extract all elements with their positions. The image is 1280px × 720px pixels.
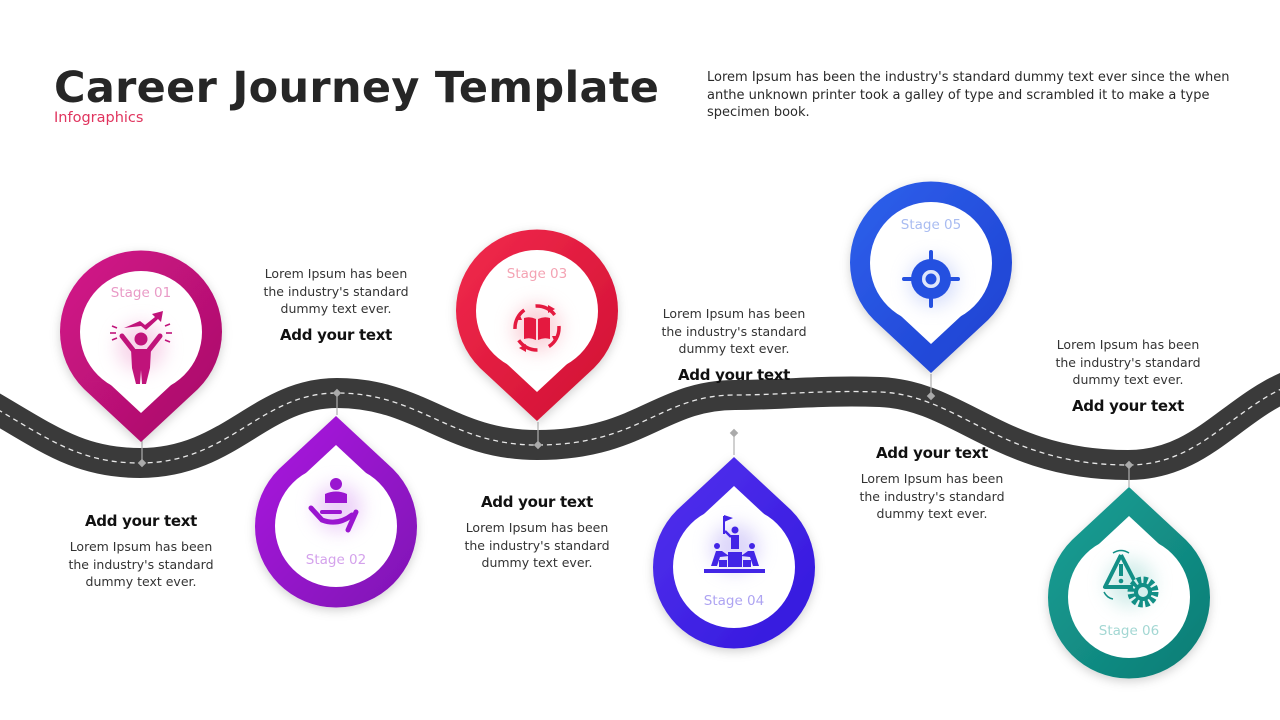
stage-02-description: Lorem Ipsum has been the industry's stan… xyxy=(263,266,409,316)
stage-05-heading[interactable]: Add your text xyxy=(876,444,988,462)
page-title: Career Journey Template xyxy=(54,63,660,113)
stage-01-label: Stage 01 xyxy=(110,285,172,301)
stage-06-description: Lorem Ipsum has been the industry's stan… xyxy=(1055,337,1201,387)
road xyxy=(0,373,1280,481)
stage-06-heading[interactable]: Add your text xyxy=(1072,396,1184,415)
stage-02-text: Lorem Ipsum has been the industry's stan… xyxy=(241,265,431,345)
stage-03-description: Lorem Ipsum has been the industry's stan… xyxy=(464,520,610,570)
stage-03-label: Stage 03 xyxy=(506,266,568,282)
team-leader-flag-icon xyxy=(704,515,765,573)
stage-05-description: Lorem Ipsum has been the industry's stan… xyxy=(859,471,1005,521)
stage-05-text: Add your text Lorem Ipsum has been the i… xyxy=(837,443,1027,523)
stage-05-label: Stage 05 xyxy=(900,217,962,233)
intro-paragraph: Lorem Ipsum has been the industry's stan… xyxy=(707,70,1230,120)
stage-01-text: Add your text Lorem Ipsum has been the i… xyxy=(46,511,236,591)
book-cycle-icon xyxy=(513,304,561,352)
stage-04-label: Stage 04 xyxy=(703,593,765,609)
stage-06-label: Stage 06 xyxy=(1098,623,1160,639)
stage-06-text: Lorem Ipsum has been the industry's stan… xyxy=(1033,336,1223,416)
stage-02-heading[interactable]: Add your text xyxy=(280,325,392,344)
target-crosshair-icon xyxy=(902,250,960,308)
stage-02-label: Stage 02 xyxy=(305,552,367,568)
page-subtitle: Infographics xyxy=(54,110,144,126)
stage-04-heading[interactable]: Add your text xyxy=(678,365,790,384)
stage-03-heading[interactable]: Add your text xyxy=(481,493,593,511)
stage-04-text: Lorem Ipsum has been the industry's stan… xyxy=(639,305,829,385)
achievement-person-icon xyxy=(110,311,172,384)
stage-04-description: Lorem Ipsum has been the industry's stan… xyxy=(661,306,807,356)
stage-01-heading[interactable]: Add your text xyxy=(85,512,197,530)
connectors xyxy=(137,374,1134,487)
stage-01-description: Lorem Ipsum has been the industry's stan… xyxy=(68,539,214,589)
stage-03-text: Add your text Lorem Ipsum has been the i… xyxy=(442,492,632,572)
warning-gear-icon xyxy=(1103,549,1159,608)
helping-hand-person-icon xyxy=(308,478,359,533)
